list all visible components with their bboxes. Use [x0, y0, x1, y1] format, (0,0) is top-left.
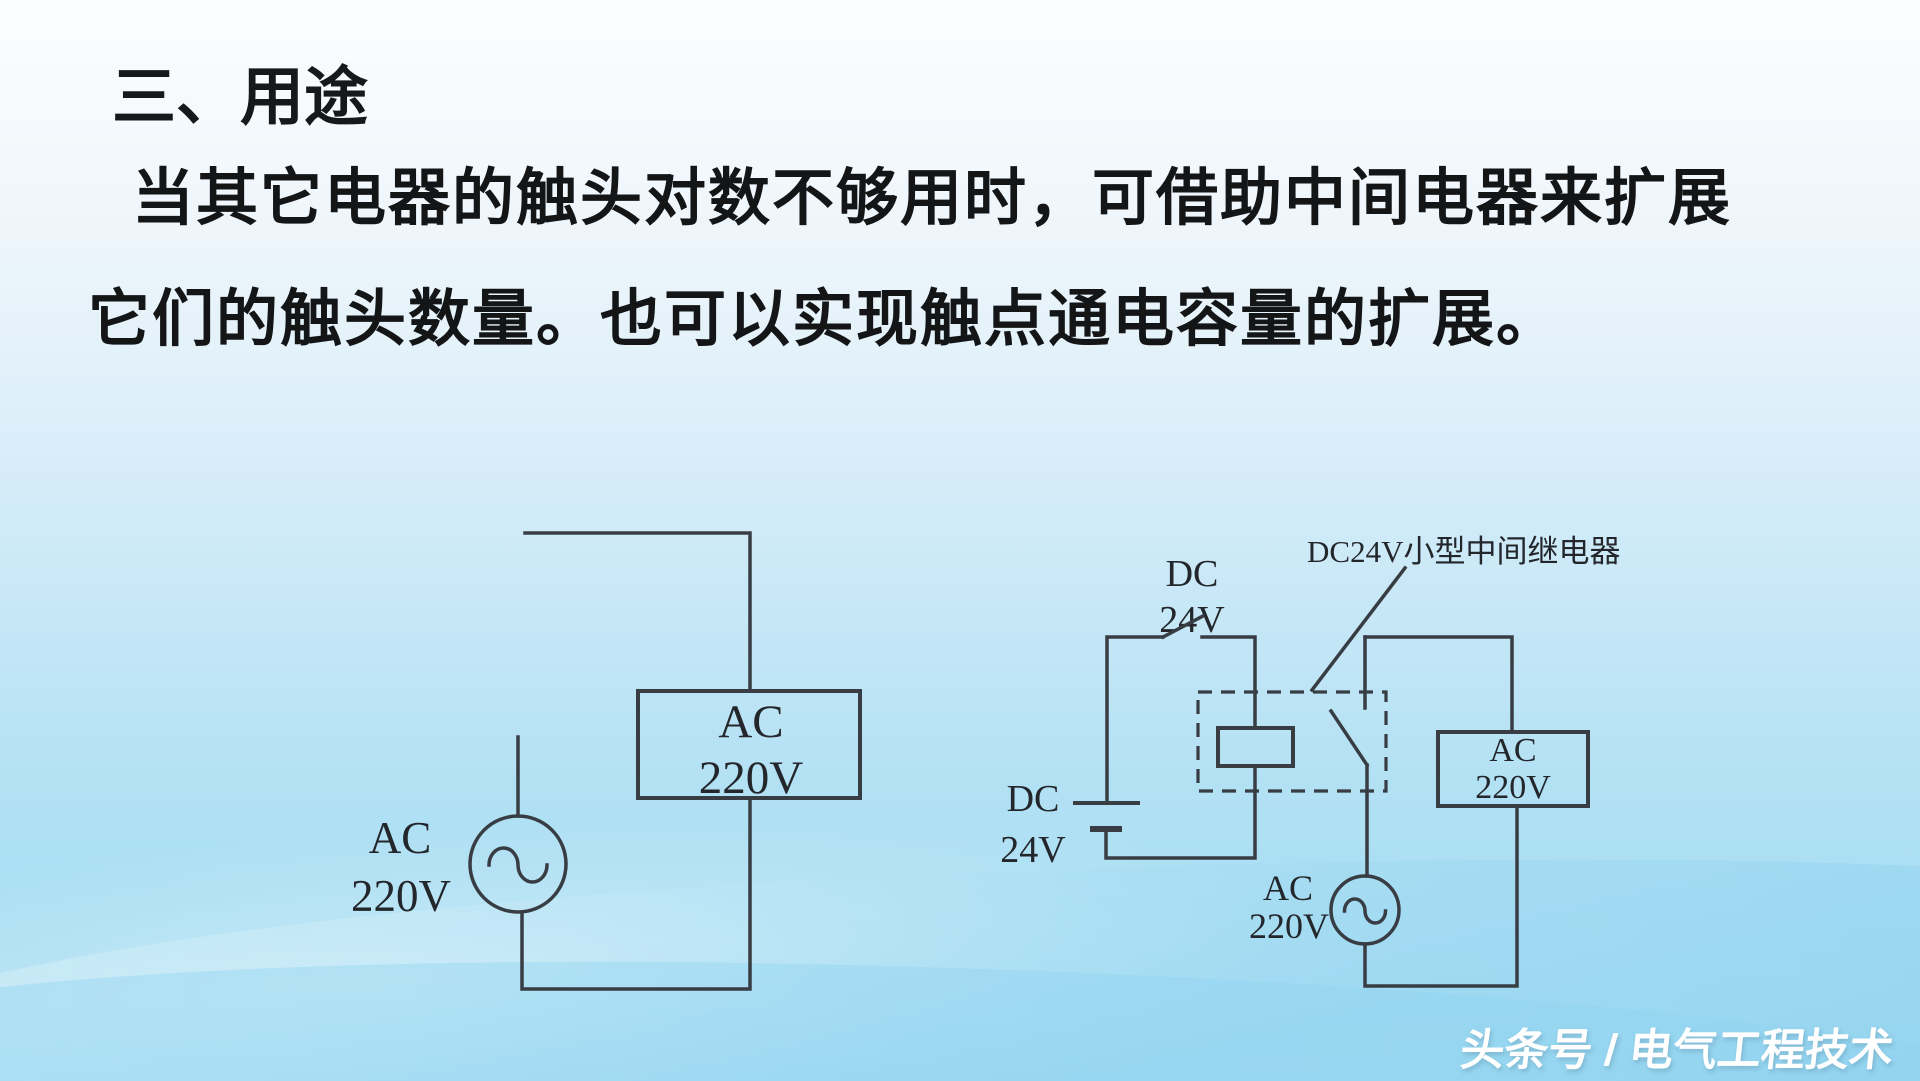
battery-label-line2: 24V [1000, 829, 1066, 871]
ac-top-wire [1363, 635, 1514, 734]
right-load-label-line1: AC [1489, 732, 1536, 769]
left-load-label-line1: AC [718, 696, 783, 748]
switch-blade [1160, 613, 1206, 640]
right-circuit-diagram: DC 24V DC 24V DC24V小型中间继电器 AC 220V [1000, 534, 1620, 988]
dc-top-wire [1200, 635, 1257, 730]
left-source-label-line1: AC [369, 813, 432, 863]
left-sine-wave-icon [487, 846, 549, 884]
ac-bottom-wire [1363, 804, 1519, 988]
left-top-wire [523, 531, 752, 693]
right-ac-source-circle [1329, 874, 1401, 946]
dc-bottom-wire [1104, 764, 1257, 860]
relay-label: DC24V小型中间继电器 [1307, 534, 1620, 569]
body-text-line-2: 它们的触头数量。也可以实现触点通电容量的扩展。 [88, 286, 1561, 354]
right-source-label-line2: 220V [1249, 906, 1329, 946]
battery-label-line1: DC [1007, 778, 1060, 820]
left-load-label-line2: 220V [699, 752, 804, 804]
relay-label-leader-line [1309, 565, 1408, 693]
right-load-label-line2: 220V [1475, 769, 1551, 806]
left-ac-source-circle [468, 814, 568, 914]
left-source-label-line2: 220V [351, 871, 451, 921]
relay-dashed-outline [1196, 690, 1388, 793]
contact-blade [1328, 708, 1370, 768]
body-text-line-1: 当其它电器的触头对数不够用时，可借助中间电器来扩展 [132, 165, 1733, 233]
relay-coil-box [1216, 726, 1295, 768]
switch-label-line1: DC [1166, 553, 1219, 595]
left-bottom-wire [520, 796, 752, 991]
right-sine-wave-icon [1342, 897, 1388, 925]
right-source-label-line1: AC [1263, 868, 1313, 908]
watermark: 头条号 / 电气工程技术 [1458, 1026, 1897, 1075]
slide-title: 三、用途 [112, 62, 368, 133]
dc-left-wire [1105, 635, 1165, 805]
left-circuit-diagram: AC 220V AC 220V [351, 531, 862, 991]
